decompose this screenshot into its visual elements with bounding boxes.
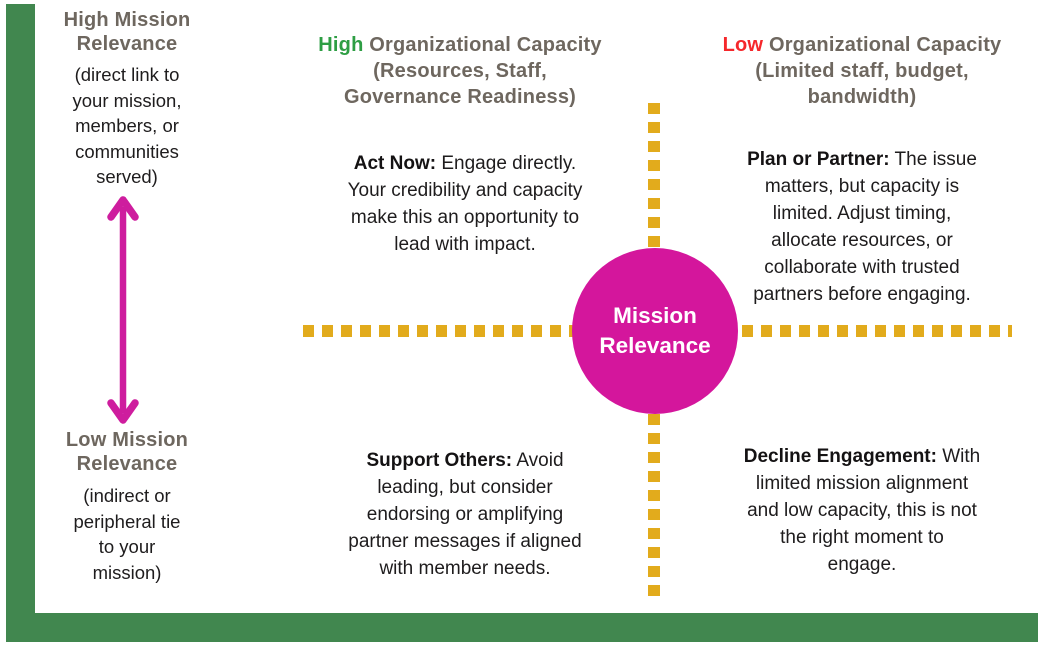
x-axis-high-capacity-heading: High Organizational Capacity (Resources,… <box>293 6 627 110</box>
quadrant-support-others: Support Others: Avoid leading, but consi… <box>296 421 634 583</box>
y-axis-low-sublabel: (indirect or peripheral tie to your miss… <box>73 485 181 583</box>
horizontal-dotted-line-left <box>303 325 573 337</box>
y-axis-high-sublabel: (direct link to your mission, members, o… <box>72 64 182 188</box>
quadrant-act-now: Act Now: Engage directly. Your credibili… <box>296 124 634 259</box>
support-others-lead: Support Others: <box>366 449 513 471</box>
y-axis-low-label: Low Mission Relevance <box>65 429 189 476</box>
center-circle-mission-relevance: Mission Relevance <box>572 248 738 414</box>
low-capacity-highlight: Low <box>722 34 764 56</box>
horizontal-dotted-line-right <box>742 325 1012 337</box>
x-axis-low-capacity-heading: Low Organizational Capacity (Limited sta… <box>690 6 1034 110</box>
vertical-dotted-line-bottom <box>648 414 660 602</box>
act-now-lead: Act Now: <box>353 152 437 174</box>
act-now-body: Engage directly. Your credibility and ca… <box>347 152 583 255</box>
left-border-bar <box>6 4 35 642</box>
bottom-border-bar <box>6 613 1038 642</box>
low-capacity-rest: Organizational Capacity (Limited staff, … <box>755 34 1002 108</box>
double-arrow-icon <box>107 196 139 424</box>
decline-body: With limited mission alignment and low c… <box>747 445 981 575</box>
high-capacity-rest: Organizational Capacity (Resources, Staf… <box>343 34 602 108</box>
y-axis-high-label: High Mission Relevance <box>63 9 191 56</box>
quadrant-plan-or-partner: Plan or Partner: The issue matters, but … <box>690 120 1034 309</box>
quadrant-decline-engagement: Decline Engagement: With limited mission… <box>690 417 1034 579</box>
support-others-body: Avoid leading, but consider endorsing or… <box>348 449 582 579</box>
high-capacity-highlight: High <box>318 34 364 56</box>
plan-partner-lead: Plan or Partner: <box>747 148 890 170</box>
plan-partner-body: The issue matters, but capacity is limit… <box>753 148 977 305</box>
decline-lead: Decline Engagement: <box>743 445 937 467</box>
vertical-dotted-line-top <box>648 103 660 249</box>
mission-relevance-arrow <box>103 196 143 424</box>
